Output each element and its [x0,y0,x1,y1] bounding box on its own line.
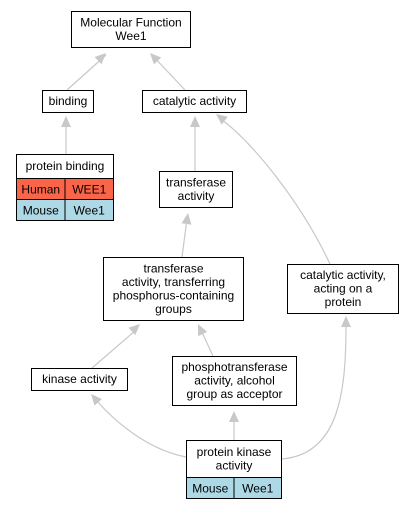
edge-binding-root-arrowhead [94,53,106,65]
gene-label: WEE1 [72,183,106,197]
edge-phospho-transferasep [200,329,214,357]
term-catalytic-activity[interactable]: catalytic activity [142,90,247,113]
node-label-line: groups [155,302,192,316]
edge-proteinkinase-catprotein-arrowhead [341,316,351,327]
node-label-line: activity [216,458,253,472]
node-box [31,368,128,391]
gene-cell [233,477,282,499]
node-label-line: group as acceptor [186,387,282,401]
node-label-line: Wee1 [115,29,146,43]
node-label-line: protein binding [26,159,105,173]
node-label-line: protein [325,295,362,309]
edge-catalytic-root-arrowhead [150,53,162,65]
node-label-line: transferase [143,261,203,275]
node-box [42,90,94,113]
gene-label: Wee1 [242,482,273,496]
edge-transferasep-transferase [181,218,188,258]
edge-kinase-transferasep-arrowhead [128,324,140,336]
node-label-line: Molecular Function [80,15,181,29]
node-label-line: phosphorus-containing [113,288,234,302]
node-box [71,11,191,48]
node-label-line: activity, alcohol [194,374,274,388]
term-kinase-activity[interactable]: kinase activity [31,368,128,391]
edge-proteinkinase-catprotein [280,323,347,460]
node-box [287,264,399,314]
term-binding[interactable]: binding [42,90,94,113]
node-box [103,257,244,321]
edge-phospho-transferasep-arrowhead [198,324,208,337]
species-label: Human [21,183,60,197]
species-label: Mouse [192,482,228,496]
node-label-line: activity, transferring [122,275,225,289]
node-box [159,171,233,208]
species-label: Mouse [23,204,59,218]
node-label-line: acting on a [314,282,373,296]
node-box [172,356,297,406]
edge-proteinkinase-kinase [95,399,187,458]
node-label-line: transferase [166,175,226,189]
node-label-line: binding [49,94,88,108]
node-label-line: protein kinase [197,445,272,459]
edge-catprotein-catalytic [221,119,331,265]
edge-proteinkinase-kinase-arrowhead [91,394,102,406]
node-label-line: phosphotransferase [181,360,287,374]
gene-label: Wee1 [74,204,105,218]
edge-catprotein-catalytic-arrowhead [216,114,228,125]
node-label-line: activity [178,189,215,203]
gene-cell [64,199,114,221]
edge-transferasep-transferase-arrowhead [181,213,192,225]
node-box [142,90,247,113]
edge-proteinbinding-binding-arrowhead [61,116,71,127]
node-label-line: kinase activity [42,372,117,386]
edge-proteinkinase-phospho-arrowhead [229,411,239,422]
edge-transferase-catalytic-arrowhead [190,116,200,127]
edge-kinase-transferasep [91,329,137,369]
node-label-line: catalytic activity, [300,268,386,282]
node-label-line: catalytic activity [153,94,236,108]
